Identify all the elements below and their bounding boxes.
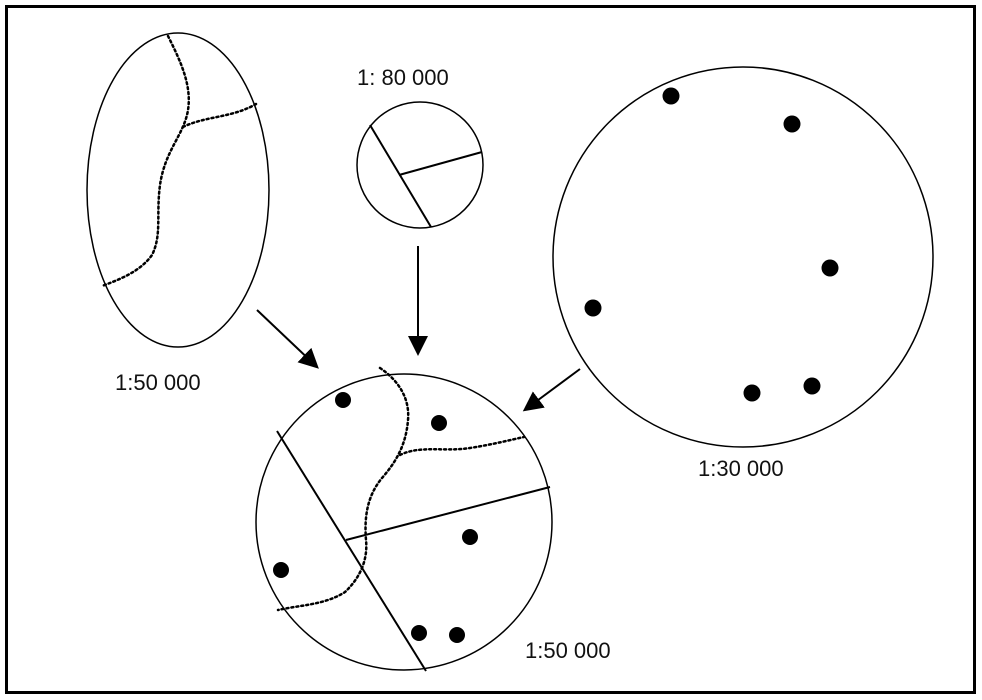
scale-label: 1:50 000 [115, 370, 201, 395]
source-map-right [552, 66, 934, 448]
point-feature [273, 562, 289, 578]
map-outline [552, 66, 934, 448]
point-feature [803, 377, 821, 395]
dotted-boundary [398, 435, 526, 457]
map-outline [255, 373, 553, 671]
solid-line [369, 124, 432, 228]
solid-line [345, 486, 551, 541]
scale-label: 1:30 000 [698, 456, 784, 481]
figure-frame [5, 5, 976, 694]
point-feature [783, 115, 801, 133]
combined-map [255, 366, 553, 672]
source-map-middle [356, 101, 484, 229]
point-feature [431, 415, 447, 431]
dotted-boundary [100, 34, 191, 288]
arrow [522, 368, 581, 412]
point-feature [743, 384, 761, 402]
point-feature [335, 392, 351, 408]
solid-line [398, 151, 483, 176]
source-map-left [86, 32, 270, 348]
point-feature [411, 625, 427, 641]
point-feature [584, 299, 602, 317]
scale-label: 1:50 000 [525, 638, 611, 663]
point-feature [662, 87, 680, 105]
map-outline [356, 101, 484, 229]
point-feature [449, 627, 465, 643]
dotted-boundary [276, 366, 410, 612]
point-feature [462, 529, 478, 545]
arrow [256, 309, 319, 369]
point-feature [821, 259, 839, 277]
solid-line [276, 430, 427, 672]
dotted-boundary [181, 102, 258, 129]
scale-label: 1: 80 000 [357, 65, 449, 90]
map-outline [86, 32, 270, 348]
